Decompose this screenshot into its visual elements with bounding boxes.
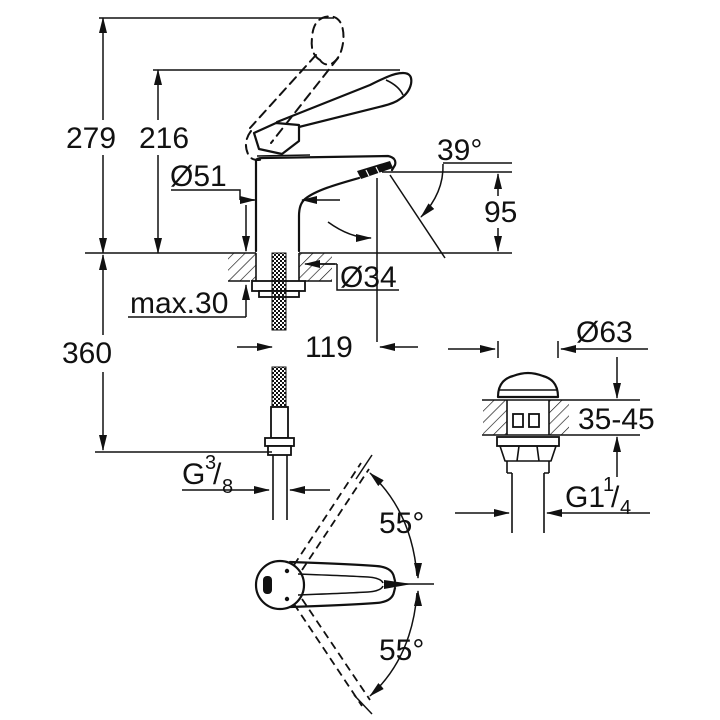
max-thickness-label: max.30	[130, 287, 228, 320]
angle-arc-39	[420, 163, 444, 218]
deck-hatch-left	[228, 253, 256, 281]
lever-arm	[275, 71, 413, 129]
ext-cap-edges	[497, 341, 559, 358]
mounting-range-label: 35-45	[578, 403, 655, 436]
supply-hose	[251, 252, 306, 520]
dimensions-plan: 55° 55°	[369, 472, 434, 697]
waste-window-left	[512, 413, 524, 428]
plan-dot-bottom	[284, 596, 290, 602]
plan-lever-inner-bottom	[297, 585, 384, 596]
hose-braid	[271, 366, 287, 408]
spout-reach-label: 119	[305, 331, 353, 364]
threaded-stud	[271, 252, 287, 331]
lever-height-label: 216	[139, 122, 189, 155]
plan-lever-outer-bottom	[288, 586, 397, 609]
lever-raised-dashed	[245, 15, 345, 161]
plan-lever	[288, 560, 412, 609]
aerator-stripes	[365, 166, 380, 177]
hose-sleeve	[270, 406, 289, 439]
cap-diameter-label: Ø63	[576, 316, 633, 349]
plan-arc-lower	[369, 592, 418, 697]
deck-hole-edges	[255, 253, 300, 281]
waste-window-right	[528, 413, 540, 428]
waste-hatch-right	[549, 400, 569, 435]
plan-swing-dashed	[293, 454, 373, 715]
hole-diameter-label: Ø34	[340, 261, 397, 294]
dimensions-side: 279 216 Ø51 39° 95 max.30 Ø34 360 119 G …	[62, 17, 517, 498]
faucet-lever	[252, 71, 413, 156]
plan-lever-outer-top	[288, 560, 397, 583]
cartridge-cap-line	[256, 154, 311, 157]
hose-length-label: 360	[62, 337, 112, 370]
hose-tail	[272, 455, 288, 520]
waste-cap	[496, 371, 560, 399]
plan-dot-top	[284, 568, 290, 574]
raised-paddle-loop	[310, 15, 345, 66]
plan-swing-upper-lines	[293, 462, 370, 571]
plan-swing-lower-lines	[293, 598, 371, 707]
faucet-body	[254, 154, 397, 253]
aerator	[357, 161, 393, 179]
aerator-angle-label: 39°	[437, 134, 482, 167]
plan-body-circle	[254, 559, 306, 611]
waste-locknut	[499, 445, 557, 462]
plan-lever-inner-top	[297, 573, 384, 584]
waste-view: Ø63 35-45 G1 1 / 4	[448, 316, 655, 533]
flow-arc	[327, 221, 372, 242]
lever-boss	[252, 121, 301, 156]
waste-body-edges	[506, 400, 550, 435]
spout-underside	[297, 176, 361, 253]
body-diameter-label: Ø51	[170, 160, 227, 193]
side-view: 279 216 Ø51 39° 95 max.30 Ø34 360 119 G …	[62, 15, 517, 520]
plan-tick-lower	[353, 694, 373, 715]
raised-boss-arc	[245, 130, 264, 161]
waste-collar	[506, 461, 550, 474]
waste-tailpipe	[511, 473, 545, 533]
dimensions-waste: Ø63 35-45 G1 1 / 4	[448, 316, 655, 519]
plan-arc-upper	[369, 472, 418, 577]
swing-lower-label: 55°	[379, 634, 424, 667]
hose-nut-flange	[264, 437, 295, 447]
plan-inlet-slot	[263, 576, 272, 594]
overall-height-label: 279	[66, 122, 116, 155]
waste-hatch-left	[483, 400, 507, 435]
plan-lever-tip	[384, 580, 412, 589]
waste-thread-label: G1 1 / 4	[565, 474, 631, 519]
waste-flange	[496, 436, 560, 447]
spout-height-label: 95	[484, 196, 517, 229]
waste-deck-lines	[482, 399, 640, 436]
lever-paddle-inner-line	[385, 79, 404, 96]
raised-arm-lines	[249, 54, 339, 144]
plan-tick-upper	[355, 454, 373, 480]
hose-nut	[267, 445, 292, 456]
mounting-deck	[85, 252, 512, 282]
stream-line	[389, 174, 446, 259]
supply-thread-label: G 3 / 8	[182, 452, 233, 498]
plan-view: 55° 55°	[254, 454, 434, 715]
deck-hatch-right	[299, 253, 332, 281]
swing-upper-label: 55°	[379, 507, 424, 540]
